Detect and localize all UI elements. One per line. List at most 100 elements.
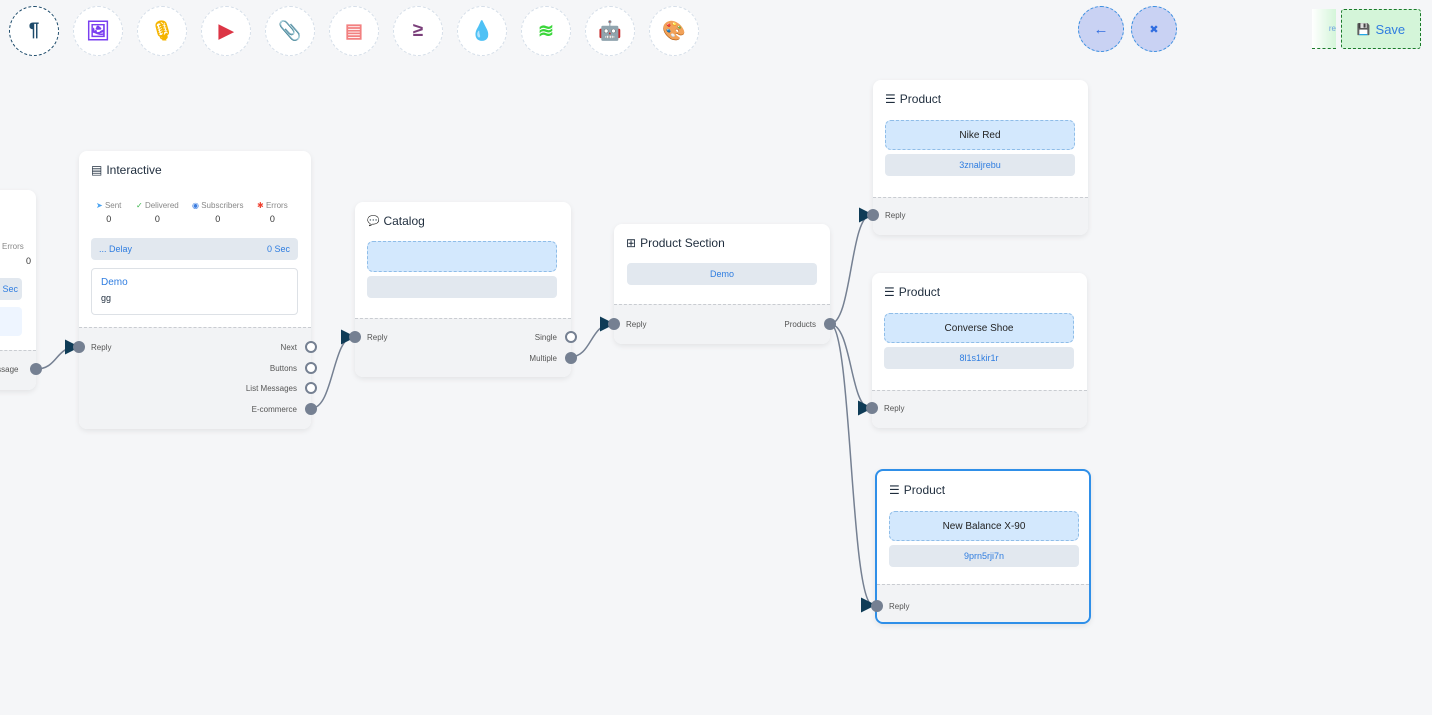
tool-button[interactable]: 🤖 — [585, 6, 635, 56]
delay-label: ... Delay — [99, 244, 133, 254]
node-title: Product — [899, 92, 942, 106]
output-label: Single — [534, 333, 557, 342]
input-label: Reply — [885, 211, 906, 220]
partial-node[interactable]: Errors 0 Sec Message — [0, 190, 42, 390]
stat-icon: ✱ — [257, 201, 264, 210]
stat-icon: ✓ — [136, 201, 143, 210]
droplet-icon: 💧 — [470, 21, 494, 42]
product-node[interactable]: ☰Product Nike Red 3znaljrebu Reply — [867, 80, 1088, 235]
stat-value: 0 — [26, 256, 32, 266]
palette-icon: 🎨 — [662, 21, 686, 42]
tool-button[interactable]: ▶ — [201, 6, 251, 56]
edge — [569, 316, 615, 358]
output-label: Products — [784, 320, 816, 329]
input-label: Reply — [626, 320, 647, 329]
catalog-item[interactable] — [367, 241, 557, 272]
stat-label: Errors — [2, 242, 24, 251]
stat-value: 0 — [215, 214, 221, 224]
stat-errors: ✱ Errors 0 — [257, 201, 288, 224]
youtube-icon: ▶ — [218, 20, 234, 42]
stat-label: Errors — [265, 201, 288, 210]
output-label: Multiple — [529, 354, 557, 363]
product-code: 8l1s1kir1r — [884, 347, 1074, 369]
catalog-node[interactable]: 💬Catalog Reply Single Multiple — [349, 202, 577, 377]
stat-subscribers: ◉ Subscribers 0 — [192, 201, 243, 224]
tool-button[interactable]: ¶ — [9, 6, 59, 56]
product-code: 3znaljrebu — [885, 154, 1075, 176]
output-handle[interactable] — [30, 363, 42, 375]
output-handle[interactable] — [565, 352, 577, 364]
collapse-button[interactable]: ✖ — [1131, 6, 1177, 52]
product-node[interactable]: ☰Product Converse Shoe 8l1s1kir1r Reply — [866, 273, 1087, 428]
node-title: Catalog — [383, 214, 425, 228]
product-name[interactable]: New Balance X-90 — [889, 511, 1079, 541]
output-handle[interactable] — [305, 361, 317, 374]
stat-icon: ◉ — [192, 201, 199, 210]
ghost-text: re — [1328, 24, 1336, 33]
stat-icon: ➤ — [96, 201, 103, 210]
comment-icon: 💬 — [367, 215, 380, 227]
tool-button[interactable]: 🎨 — [649, 6, 699, 56]
newspaper-icon: ▤ — [345, 20, 363, 42]
input-handle[interactable] — [871, 600, 883, 612]
node-title: Product — [898, 285, 941, 299]
section-name[interactable]: Demo — [627, 263, 817, 285]
product-name[interactable]: Converse Shoe — [884, 313, 1074, 343]
save-icon: 💾 — [1356, 23, 1371, 36]
list-icon: ☰ — [884, 285, 895, 299]
product-section-node[interactable]: ⊞Product Section Demo Reply Products — [608, 224, 836, 344]
tool-button[interactable]: 💧 — [457, 6, 507, 56]
tool-button[interactable]: ≥ — [393, 6, 443, 56]
stat-value: 0 — [154, 214, 160, 224]
output-label: Buttons — [269, 363, 297, 373]
node-title: Interactive — [106, 163, 162, 177]
input-handle[interactable] — [866, 402, 878, 414]
tool-button[interactable]: ≋ — [521, 6, 571, 56]
input-handle[interactable] — [867, 209, 879, 221]
paragraph-icon: ¶ — [28, 20, 40, 41]
output-handle[interactable] — [565, 331, 577, 343]
tool-button[interactable]: 📎 — [265, 6, 315, 56]
stat-label: Subscribers — [201, 201, 244, 210]
input-handle[interactable] — [73, 341, 85, 353]
edge — [35, 339, 80, 370]
input-label: Reply — [367, 333, 388, 342]
tool-button[interactable]: 🖼 — [73, 6, 123, 56]
save-button[interactable]: 💾 Save — [1341, 9, 1421, 49]
output-label: List Messages — [245, 384, 297, 393]
input-label: Reply — [91, 343, 112, 352]
input-handle[interactable] — [608, 318, 620, 330]
stat-label: Sent — [104, 201, 122, 210]
output-handle[interactable] — [305, 382, 317, 394]
edge — [311, 329, 356, 409]
message-card[interactable]: Demo gg — [91, 268, 298, 315]
output-handle[interactable] — [824, 318, 836, 330]
arrow-left-icon: ← — [1093, 20, 1109, 38]
input-handle[interactable] — [349, 331, 361, 343]
product-node[interactable]: ☰Product New Balance X-90 9prn5rji7n Rep… — [871, 469, 1091, 624]
tool-button[interactable]: 🎙 — [137, 6, 187, 56]
back-button[interactable]: ← — [1078, 6, 1124, 52]
edge — [829, 323, 876, 613]
output-handle[interactable] — [305, 341, 317, 353]
catalog-code — [367, 276, 557, 298]
robot-icon: 🤖 — [598, 21, 622, 42]
image-icon: 🖼 — [85, 21, 111, 42]
stat-label: Delivered — [144, 201, 179, 210]
message-body: gg — [101, 293, 112, 303]
ghost-button[interactable]: re — [1312, 9, 1336, 49]
greater-equal-icon: ≥ — [412, 20, 424, 41]
tool-button[interactable]: ▤ — [329, 6, 379, 56]
output-handle[interactable] — [305, 402, 317, 415]
stat-value: 0 — [269, 214, 275, 224]
message-box — [0, 307, 22, 336]
product-name[interactable]: Nike Red — [885, 120, 1075, 150]
node-title: Product — [903, 483, 946, 497]
paperclip-icon: 📎 — [278, 21, 302, 42]
node-title: Product Section — [640, 236, 725, 250]
save-label: Save — [1375, 21, 1406, 37]
output-label: Next — [280, 343, 297, 352]
list-icon: ☰ — [885, 92, 896, 106]
